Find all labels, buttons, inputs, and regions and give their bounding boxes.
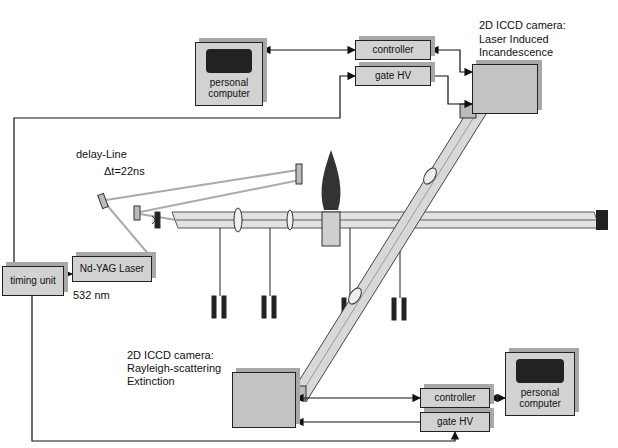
lens — [421, 166, 439, 187]
delay-label: Δt=22ns — [104, 165, 145, 178]
computer-box: personal computer — [195, 42, 263, 106]
camera-box: 2D ICCD camera: Rayleigh-scattering Exti… — [232, 372, 296, 428]
box-label: gate HV — [437, 416, 473, 428]
box-label: timing unit — [10, 275, 56, 287]
burner — [322, 212, 340, 246]
box-label: personal computer — [510, 387, 570, 410]
signal-line — [263, 49, 355, 50]
box-label: gate HV — [375, 70, 411, 82]
lens — [234, 208, 242, 232]
computer-box: personal computer — [505, 352, 575, 416]
device-heading: 532 nm — [73, 289, 110, 302]
device-box: gate HV — [355, 66, 431, 86]
box-label: controller — [434, 392, 475, 404]
beam-dump — [596, 210, 608, 230]
box-label: controller — [372, 44, 413, 56]
device-box: controller — [355, 40, 431, 60]
signal-line — [431, 76, 472, 104]
flame — [322, 150, 341, 210]
lens — [346, 286, 364, 307]
device-heading: 2D ICCD camera: Rayleigh-scattering Exti… — [127, 349, 227, 389]
signal-line — [14, 76, 355, 266]
camera-box: 2D ICCD camera: Laser Induced Incandesce… — [472, 64, 538, 114]
device-box: gate HV — [420, 412, 490, 432]
signal-line — [64, 273, 72, 274]
signal-line — [490, 397, 505, 398]
lens — [287, 210, 293, 230]
device-box: Nd-YAG Laser532 nm — [72, 256, 152, 282]
signal-line — [32, 296, 455, 441]
device-box: timing unit — [2, 266, 64, 296]
signal-line — [431, 50, 472, 72]
box-label: Nd-YAG Laser — [80, 263, 144, 275]
signal-line — [296, 421, 420, 422]
imaging-rail — [292, 104, 486, 402]
box-label: personal computer — [200, 77, 258, 100]
device-box: controller — [420, 388, 490, 408]
monitor-screen — [206, 49, 252, 73]
delay-label: delay-Line — [76, 148, 127, 161]
signal-line — [296, 397, 420, 398]
device-heading: 2D ICCD camera: Laser Induced Incandesce… — [479, 19, 575, 59]
monitor-screen — [516, 359, 564, 383]
